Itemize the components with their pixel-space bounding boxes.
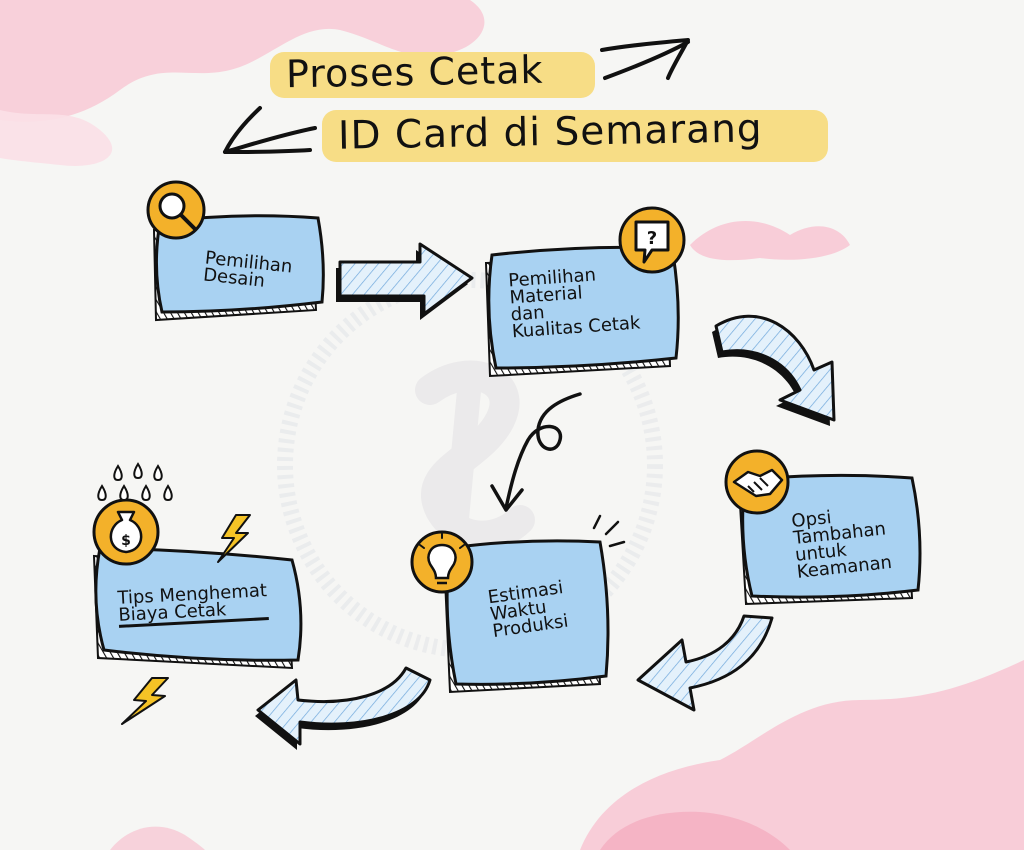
lightning-icon-top xyxy=(217,514,251,563)
step-box-3 xyxy=(737,473,922,606)
title-arrow-right xyxy=(600,38,690,80)
spark-lines xyxy=(592,514,626,548)
lightbulb-icon xyxy=(410,530,474,594)
step-label-2: Pemilihan Material dan Kualitas Cetak xyxy=(507,264,642,343)
svg-text:?: ? xyxy=(647,228,657,249)
step-box-2 xyxy=(484,245,680,378)
arrow-2-to-3 xyxy=(712,314,836,426)
magnifier-icon xyxy=(146,180,206,240)
step-label-4: Estimasi Waktu Produksi xyxy=(486,577,570,643)
handshake-icon xyxy=(724,449,790,515)
money-bag-icon: $ xyxy=(92,498,160,566)
step-label-5: Tips Menghemat Biaya Cetak xyxy=(117,580,269,628)
step-label-3: Opsi Tambahan untuk Keamanan xyxy=(790,507,893,583)
doodle-arrow-2-to-4 xyxy=(490,392,582,512)
arrow-4-to-5 xyxy=(255,666,432,750)
svg-text:$: $ xyxy=(121,533,131,549)
title-highlight-2 xyxy=(322,110,828,162)
step-box-4 xyxy=(442,539,610,694)
title-arrow-left xyxy=(223,106,317,154)
title-highlight-1 xyxy=(270,52,595,98)
title-line-2: ID Card di Semarang xyxy=(337,106,763,159)
step-box-5 xyxy=(92,546,303,670)
lightning-icon-bottom xyxy=(121,677,169,725)
arrow-1-to-2 xyxy=(336,242,474,320)
step-box-1 xyxy=(152,214,325,322)
arrow-3-to-4 xyxy=(636,614,774,712)
raindrop-icons xyxy=(97,462,173,502)
title-line-1: Proses Cetak xyxy=(285,47,544,97)
question-bubble-icon: ? xyxy=(618,206,686,274)
step-label-1: Pemilihan Desain xyxy=(202,247,294,292)
